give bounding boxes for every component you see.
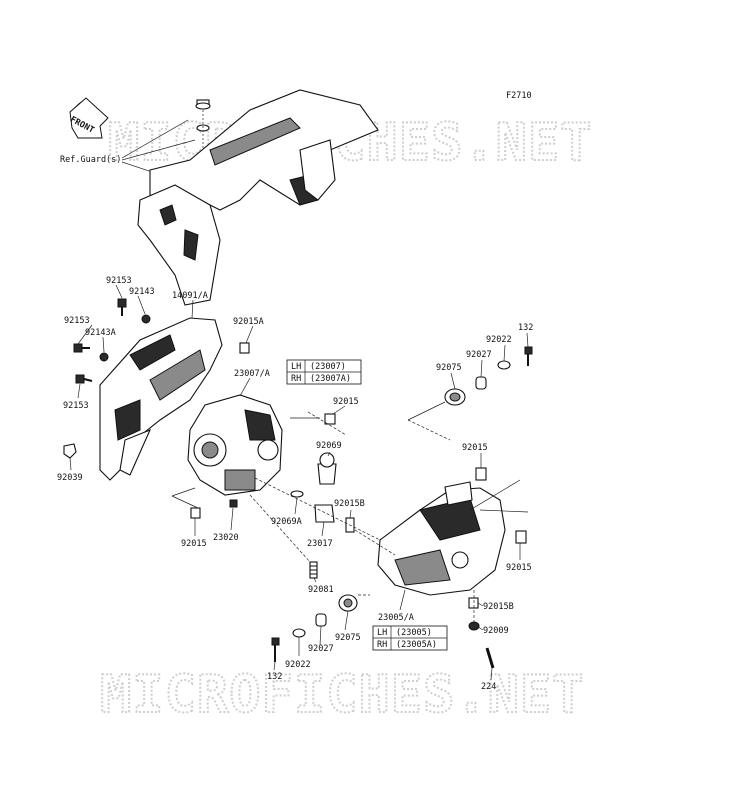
clip-92015-d-icon [515, 530, 527, 544]
clip-92015-c-icon [475, 467, 487, 481]
label-224: 224 [481, 682, 496, 692]
label-92075-c: 92075 [335, 633, 361, 643]
table-front-lh-part: (23007) [310, 362, 346, 372]
label-23005: 23005/A [378, 613, 414, 623]
label-92027-a: 92027 [466, 350, 492, 360]
socket-23017-icon [314, 504, 335, 523]
washer-92022-b-icon [292, 628, 306, 638]
label-132-b: 132 [267, 672, 282, 682]
table-rear-lh: LH [377, 628, 387, 638]
label-92022-a: 92022 [486, 335, 512, 345]
clip-92015-b-icon [190, 507, 201, 519]
label-23020: 23020 [213, 533, 239, 543]
collar-92027-a-icon [475, 376, 487, 390]
leader-lines [69, 284, 529, 681]
figure-code: F2710 [506, 91, 532, 101]
headlight-cover [99, 317, 223, 481]
label-92015A: 92015A [233, 317, 264, 327]
nut-23020-icon [229, 499, 238, 508]
label-92153-c: 92153 [63, 401, 89, 411]
table-rear-rh-part: (23005A) [396, 640, 437, 650]
table-front-lh: LH [291, 362, 301, 372]
label-92069: 92069 [316, 441, 342, 451]
front-headlight-assembly [187, 394, 283, 496]
watermark-bottom: MICROFICHES.NET [100, 665, 585, 725]
label-14091: 14091/A [172, 291, 208, 301]
side-table-front: LH (23007) RH (23007A) [286, 359, 362, 385]
label-92015B-b: 92015B [483, 602, 514, 612]
spring-92081-icon [309, 561, 318, 579]
collar-92027-b-icon [315, 613, 327, 627]
bolt-92153-b-icon [73, 343, 90, 353]
clip-92015A-icon [239, 342, 250, 354]
label-92143-a: 92143 [129, 287, 155, 297]
bolt-132-a-icon [524, 346, 533, 366]
label-92009: 92009 [483, 626, 509, 636]
label-92015B-a: 92015B [334, 499, 365, 509]
grommet-92143A-icon [99, 352, 109, 362]
clip-92015-a-icon [324, 413, 336, 425]
bolt-92153-c-icon [75, 374, 93, 384]
ref-leader-1 [121, 119, 189, 159]
ref-guard-label: Ref.Guard(s) [60, 155, 121, 165]
top-bolt-icon [195, 99, 211, 190]
bolt-132-b-icon [271, 637, 280, 662]
grommet-92075-a-icon [444, 388, 466, 406]
label-132-a: 132 [518, 323, 533, 333]
ref-leader-2 [121, 139, 196, 161]
label-92069A: 92069A [271, 517, 302, 527]
label-92075-a: 92075 [436, 363, 462, 373]
label-92022-b: 92022 [285, 660, 311, 670]
guard-cover [137, 89, 379, 306]
label-92039: 92039 [57, 473, 83, 483]
grommet-92075-c-icon [338, 594, 358, 612]
bulb-92069-icon [317, 452, 337, 485]
table-front-rh-part: (23007A) [310, 374, 351, 384]
rear-headlight-assembly [377, 481, 506, 596]
table-front-rh: RH [291, 374, 301, 384]
label-92081: 92081 [308, 585, 334, 595]
front-arrow-icon [69, 97, 109, 139]
label-92015-d: 92015 [506, 563, 532, 573]
side-table-rear: LH (23005) RH (23005A) [372, 625, 448, 651]
bolt-92015B-b-icon [468, 597, 479, 609]
label-23017: 23017 [307, 539, 333, 549]
label-92015-b: 92015 [181, 539, 207, 549]
label-92153-a: 92153 [106, 276, 132, 286]
washer-92009-icon [468, 621, 480, 631]
label-92015-a: 92015 [333, 397, 359, 407]
washer-92022-a-icon [497, 360, 511, 370]
table-rear-lh-part: (23005) [396, 628, 432, 638]
label-92153-b: 92153 [64, 316, 90, 326]
screw-224-icon [485, 647, 495, 669]
socket-92069A-icon [290, 490, 304, 498]
bolt-92153-a-icon [117, 298, 127, 316]
label-92027-b: 92027 [308, 644, 334, 654]
label-92015-c: 92015 [462, 443, 488, 453]
table-rear-rh: RH [377, 640, 387, 650]
grommet-92143-icon [141, 314, 151, 324]
bulb-92039-icon [63, 443, 77, 459]
label-23007: 23007/A [234, 369, 270, 379]
label-92143A: 92143A [85, 328, 116, 338]
